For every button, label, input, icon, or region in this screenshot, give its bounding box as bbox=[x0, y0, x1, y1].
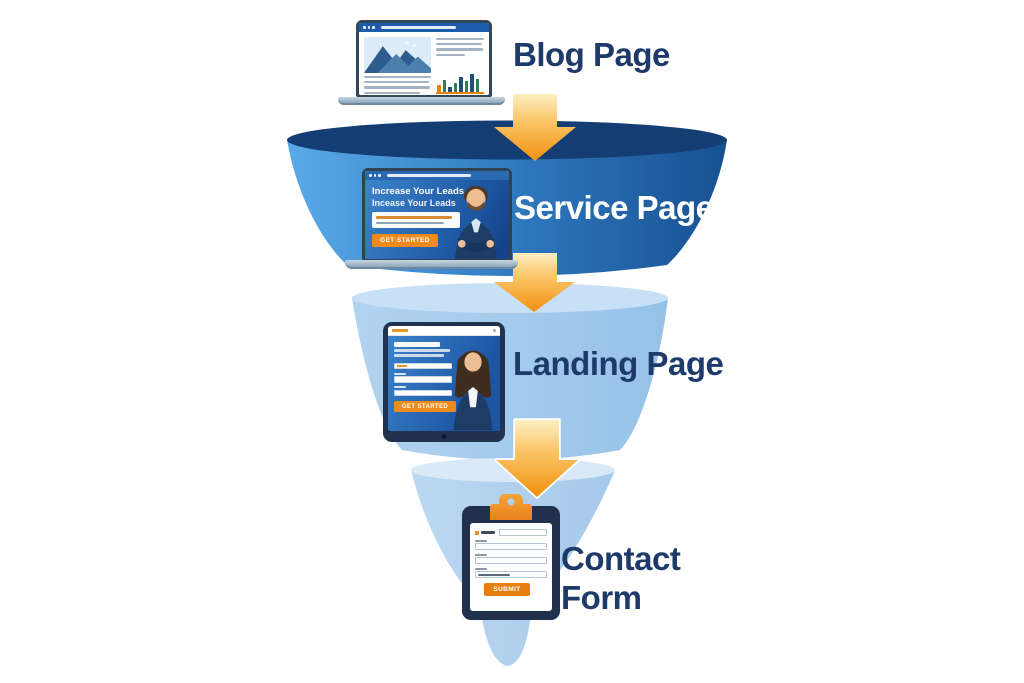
text-line bbox=[364, 76, 432, 79]
window-dot-icon bbox=[378, 174, 381, 177]
window-dot-icon bbox=[363, 26, 366, 29]
blog-laptop-screen bbox=[356, 20, 492, 98]
blog-page-content bbox=[359, 32, 489, 95]
service-subheadline: Incease Your Leads bbox=[372, 198, 456, 208]
field-accent-icon bbox=[397, 364, 407, 367]
browser-titlebar bbox=[365, 171, 509, 180]
submit-button: SUBMIT bbox=[484, 583, 530, 596]
landing-page-content: GET STARTED bbox=[388, 336, 500, 431]
contact-clipboard: SUBMIT bbox=[462, 494, 560, 620]
man-illustration bbox=[455, 185, 497, 259]
text-line bbox=[436, 43, 482, 46]
form-field bbox=[394, 376, 452, 383]
flow-arrow-1 bbox=[494, 94, 576, 161]
form-label bbox=[475, 553, 487, 556]
stage-label-service: Service Page bbox=[514, 189, 714, 226]
stage-label-contact: Contact Form bbox=[561, 540, 681, 616]
landing-tablet: GET STARTED bbox=[383, 322, 505, 442]
form-field bbox=[475, 543, 547, 550]
text-line bbox=[436, 48, 484, 51]
service-page-content: Increase Your Leads Incease Your Leads G… bbox=[365, 180, 509, 259]
get-started-button: GET STARTED bbox=[372, 234, 438, 248]
form-label bbox=[475, 567, 487, 570]
form-field bbox=[394, 362, 452, 369]
form-title bbox=[481, 531, 495, 534]
window-dot-icon bbox=[367, 26, 370, 29]
landing-subtext-line bbox=[394, 349, 450, 352]
contact-form-paper: SUBMIT bbox=[470, 523, 552, 611]
flow-arrow-3 bbox=[494, 418, 580, 499]
menu-dot-icon bbox=[493, 329, 496, 332]
browser-titlebar bbox=[359, 23, 489, 32]
form-label bbox=[394, 386, 406, 388]
landing-headline-line bbox=[394, 342, 440, 347]
form-field bbox=[475, 557, 547, 564]
home-button-icon bbox=[441, 434, 447, 439]
text-line bbox=[364, 91, 421, 94]
blog-hero-image-icon bbox=[364, 37, 432, 73]
service-laptop-base bbox=[345, 260, 518, 269]
window-dot-icon bbox=[372, 26, 375, 29]
blog-laptop-base bbox=[338, 97, 505, 105]
stage-label-blog: Blog Page bbox=[513, 36, 670, 73]
text-line bbox=[436, 53, 465, 56]
landing-subtext-line bbox=[394, 353, 444, 357]
clipboard-clip-icon bbox=[490, 494, 532, 520]
service-text-card bbox=[372, 212, 460, 229]
form-label bbox=[475, 539, 487, 542]
text-line bbox=[364, 86, 430, 89]
logo-mark-icon bbox=[392, 329, 408, 332]
form-logo-icon bbox=[475, 530, 479, 535]
get-started-button: GET STARTED bbox=[394, 401, 456, 412]
browser-titlebar bbox=[388, 326, 500, 336]
text-line bbox=[376, 216, 452, 219]
window-dot-icon bbox=[373, 174, 376, 177]
form-field bbox=[475, 571, 547, 578]
woman-illustration bbox=[453, 350, 493, 431]
form-label bbox=[394, 372, 406, 375]
form-field bbox=[394, 389, 452, 396]
service-laptop-screen: Increase Your Leads Incease Your Leads G… bbox=[362, 168, 512, 262]
stage-label-landing: Landing Page bbox=[513, 345, 724, 382]
text-line bbox=[436, 38, 484, 41]
address-bar bbox=[386, 173, 471, 178]
text-line bbox=[376, 221, 444, 225]
window-dot-icon bbox=[369, 174, 372, 177]
form-field bbox=[499, 529, 547, 536]
address-bar bbox=[380, 25, 457, 30]
text-line bbox=[364, 81, 429, 84]
handwriting-line bbox=[478, 573, 510, 576]
bar-chart-icon bbox=[436, 70, 484, 94]
service-headline: Increase Your Leads bbox=[372, 186, 465, 197]
